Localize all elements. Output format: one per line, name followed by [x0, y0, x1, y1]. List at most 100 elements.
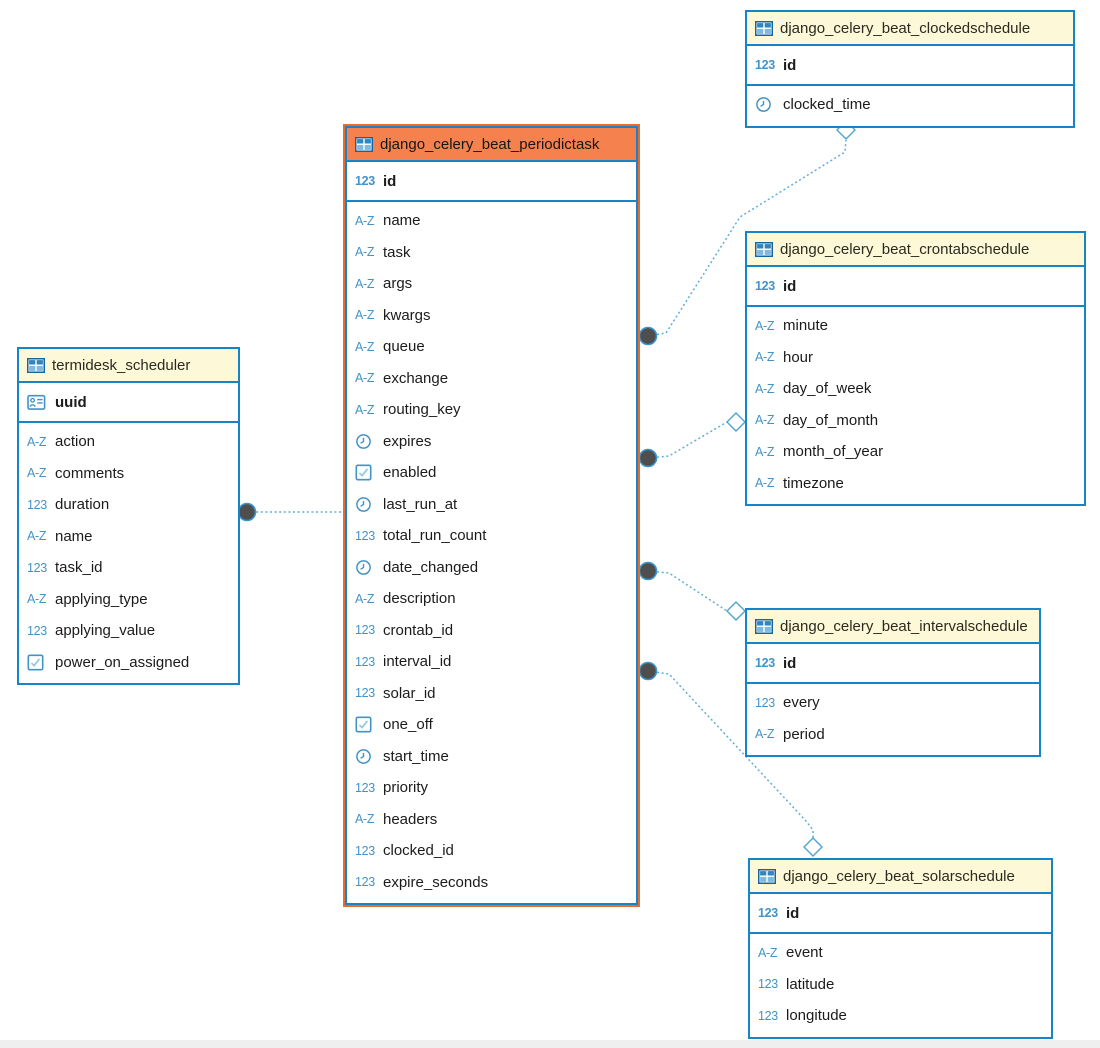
column-row[interactable]: 123 crontab_id — [347, 615, 636, 647]
column-row[interactable]: A-Z hour — [747, 342, 1084, 374]
column-type-cell: A-Z — [755, 319, 783, 333]
column-name: task_id — [55, 559, 103, 577]
column-name: date_changed — [383, 558, 479, 576]
column-row[interactable]: A-Z comments — [19, 458, 238, 490]
column-type-cell: 123 — [355, 623, 383, 637]
entity-table-termidesk_scheduler[interactable]: termidesk_scheduler uuid A-Z action A-Z … — [17, 347, 240, 685]
column-row[interactable]: A-Z period — [747, 719, 1039, 751]
column-row[interactable]: A-Z timezone — [747, 468, 1084, 500]
column-name: day_of_week — [783, 380, 872, 398]
column-row[interactable]: 123 duration — [19, 489, 238, 521]
column-row[interactable]: 123 latitude — [750, 969, 1051, 1001]
column-row[interactable]: A-Z action — [19, 426, 238, 458]
column-type-cell — [355, 716, 383, 733]
column-row[interactable]: 123 solar_id — [347, 678, 636, 710]
connector-periodictask-intervalschedule[interactable] — [647, 570, 728, 612]
column-type-cell: 123 — [755, 696, 783, 710]
column-name: expires — [383, 432, 432, 450]
column-type-cell — [355, 748, 383, 765]
connector-endpoint-diamond[interactable] — [726, 412, 746, 432]
column-row[interactable]: A-Z day_of_month — [747, 405, 1084, 437]
entity-header[interactable]: django_celery_beat_crontabschedule — [747, 233, 1084, 267]
column-row[interactable]: 123 task_id — [19, 552, 238, 584]
connector-endpoint-diamond[interactable] — [726, 601, 746, 621]
column-row[interactable]: uuid — [19, 384, 238, 420]
column-row[interactable]: power_on_assigned — [19, 647, 238, 679]
column-type-cell: 123 — [355, 781, 383, 795]
column-row[interactable]: 123 id — [750, 895, 1051, 931]
column-row[interactable]: 123 expire_seconds — [347, 867, 636, 899]
column-row[interactable]: A-Z routing_key — [347, 394, 636, 426]
entity-table-django_celery_beat_solarschedule[interactable]: django_celery_beat_solarschedule 123 id … — [748, 858, 1053, 1039]
connector-endpoint-circle[interactable] — [638, 561, 658, 581]
column-name: routing_key — [383, 401, 461, 419]
column-row[interactable]: A-Z queue — [347, 331, 636, 363]
column-row[interactable]: A-Z exchange — [347, 363, 636, 395]
connector-endpoint-circle[interactable] — [638, 326, 658, 346]
connector-endpoint-circle[interactable] — [638, 661, 658, 681]
connector-periodictask-crontabschedule[interactable] — [647, 421, 728, 459]
column-row[interactable]: date_changed — [347, 552, 636, 584]
column-row[interactable]: 123 longitude — [750, 1000, 1051, 1032]
entity-table-django_celery_beat_intervalschedule[interactable]: django_celery_beat_intervalschedule 123 … — [745, 608, 1041, 757]
entity-header[interactable]: django_celery_beat_solarschedule — [750, 860, 1051, 894]
column-row[interactable]: A-Z day_of_week — [747, 373, 1084, 405]
column-type-cell: 123 — [355, 655, 383, 669]
connector-endpoint-circle[interactable] — [237, 502, 257, 522]
column-name: id — [383, 172, 397, 190]
column-row[interactable]: A-Z minute — [747, 310, 1084, 342]
clock-icon — [356, 559, 371, 575]
number-type-icon: 123 — [355, 528, 375, 543]
column-name: clocked_id — [383, 842, 454, 860]
column-row[interactable]: start_time — [347, 741, 636, 773]
column-row[interactable]: A-Z headers — [347, 804, 636, 836]
number-type-icon: 123 — [755, 279, 775, 293]
column-row[interactable]: 123 id — [747, 268, 1084, 304]
horizontal-scrollbar[interactable] — [0, 1040, 1100, 1048]
column-row[interactable]: A-Z task — [347, 237, 636, 269]
text-type-icon: A-Z — [355, 245, 375, 260]
column-row[interactable]: 123 interval_id — [347, 646, 636, 678]
columns-section: A-Z action A-Z comments 123 duration A-Z… — [19, 423, 238, 683]
column-row[interactable]: one_off — [347, 709, 636, 741]
connector-endpoint-diamond[interactable] — [803, 837, 823, 857]
entity-table-django_celery_beat_periodictask[interactable]: django_celery_beat_periodictask 123 id A… — [345, 126, 638, 905]
entity-table-django_celery_beat_crontabschedule[interactable]: django_celery_beat_crontabschedule 123 i… — [745, 231, 1086, 506]
entity-title: django_celery_beat_clockedschedule — [780, 19, 1031, 37]
column-row[interactable]: A-Z kwargs — [347, 300, 636, 332]
entity-header[interactable]: django_celery_beat_intervalschedule — [747, 610, 1039, 644]
column-row[interactable]: enabled — [347, 457, 636, 489]
column-row[interactable]: 123 priority — [347, 772, 636, 804]
entity-header[interactable]: django_celery_beat_periodictask — [347, 128, 636, 162]
column-row[interactable]: A-Z month_of_year — [747, 436, 1084, 468]
column-row[interactable]: A-Z name — [19, 521, 238, 553]
column-row[interactable]: 123 total_run_count — [347, 520, 636, 552]
column-row[interactable]: last_run_at — [347, 489, 636, 521]
entity-header[interactable]: termidesk_scheduler — [19, 349, 238, 383]
column-type-cell: A-Z — [755, 727, 783, 741]
column-row[interactable]: 123 applying_value — [19, 615, 238, 647]
entity-table-django_celery_beat_clockedschedule[interactable]: django_celery_beat_clockedschedule 123 i… — [745, 10, 1075, 128]
column-row[interactable]: A-Z name — [347, 205, 636, 237]
connector-endpoint-circle[interactable] — [638, 448, 658, 468]
column-row[interactable]: A-Z args — [347, 268, 636, 300]
column-row[interactable]: 123 id — [347, 163, 636, 199]
connector-periodictask-solarschedule[interactable] — [647, 670, 814, 838]
column-row[interactable]: expires — [347, 426, 636, 458]
column-row[interactable]: 123 clocked_id — [347, 835, 636, 867]
column-name: latitude — [786, 975, 835, 993]
column-name: expire_seconds — [383, 873, 489, 891]
column-row[interactable]: A-Z applying_type — [19, 584, 238, 616]
column-type-cell: A-Z — [355, 592, 383, 606]
column-name: hour — [783, 348, 814, 366]
entity-header[interactable]: django_celery_beat_clockedschedule — [747, 12, 1073, 46]
column-row[interactable]: 123 id — [747, 645, 1039, 681]
column-row[interactable]: 123 id — [747, 47, 1073, 83]
column-row[interactable]: clocked_time — [747, 89, 1073, 121]
column-row[interactable]: A-Z description — [347, 583, 636, 615]
column-row[interactable]: A-Z event — [750, 937, 1051, 969]
text-type-icon: A-Z — [355, 308, 375, 323]
column-row[interactable]: 123 every — [747, 687, 1039, 719]
